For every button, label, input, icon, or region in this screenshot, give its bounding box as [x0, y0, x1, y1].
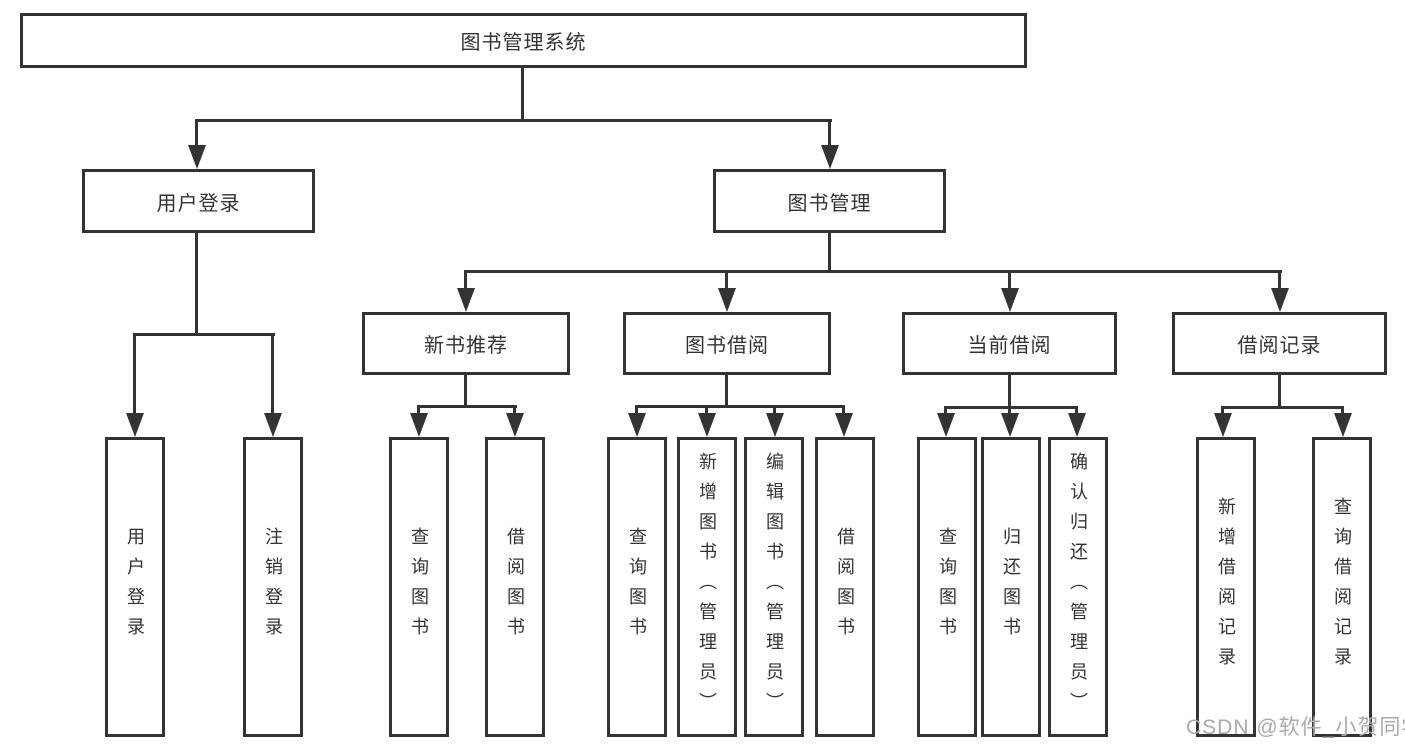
connector-drop	[271, 333, 274, 415]
node-current-borrow-label: 当前借阅	[967, 335, 1052, 357]
leaf-user-login: 用户登录	[105, 437, 165, 737]
node-book-borrow: 图书借阅	[623, 312, 831, 375]
leaf-query-books-label: 查询图书	[627, 527, 647, 647]
connector-stub	[1278, 375, 1281, 409]
leaf-confirm-return-admin-label: 确认归还（管理员）	[1068, 452, 1088, 722]
leaf-borrow-books-label: 借阅图书	[835, 527, 855, 647]
node-book-management: 图书管理	[713, 169, 946, 233]
connector-drop	[464, 270, 467, 290]
connector-level2-bus	[195, 119, 832, 122]
arrow-down-icon	[821, 145, 839, 169]
connector-book-mgmt-stub	[828, 233, 831, 273]
leaf-borrow-books-label: 借阅图书	[505, 527, 525, 647]
node-new-book-recommend-label: 新书推荐	[424, 335, 508, 357]
connector-drop-user-login	[195, 119, 198, 149]
node-borrow-records-label: 借阅记录	[1237, 335, 1322, 357]
connector-drop-book-mgmt	[828, 119, 831, 149]
connector-drop	[705, 405, 708, 415]
leaf-query-borrow-record-label: 查询借阅记录	[1332, 497, 1352, 677]
leaf-return-books-label: 归还图书	[1001, 527, 1021, 647]
arrow-down-icon	[718, 288, 736, 312]
leaf-return-books: 归还图书	[981, 437, 1041, 737]
arrow-down-icon	[1001, 288, 1019, 312]
arrow-down-icon	[1001, 413, 1019, 437]
connector-stub	[1008, 375, 1011, 409]
connector-drop	[725, 270, 728, 290]
connector-bus	[417, 405, 517, 408]
node-book-management-label: 图书管理	[787, 192, 872, 215]
leaf-add-borrow-record-label: 新增借阅记录	[1216, 497, 1236, 677]
connector-drop	[133, 333, 136, 415]
watermark-text: CSDN @软件_小贺同学	[1186, 716, 1405, 739]
node-book-borrow-label: 图书借阅	[685, 335, 769, 357]
arrow-down-icon	[766, 413, 784, 437]
arrow-down-icon	[1068, 413, 1086, 437]
node-library-system-label: 图书管理系统	[460, 32, 587, 54]
arrow-down-icon	[1214, 413, 1232, 437]
arrow-down-icon	[937, 413, 955, 437]
connector-bus	[635, 405, 845, 408]
leaf-edit-book-admin-label: 编辑图书（管理员）	[764, 452, 784, 722]
arrow-down-icon	[1334, 413, 1352, 437]
connector-bus	[1221, 406, 1344, 409]
arrow-down-icon	[1271, 288, 1289, 312]
connector-drop	[944, 406, 947, 415]
arrow-down-icon	[506, 413, 524, 437]
arrow-down-icon	[457, 288, 475, 312]
node-user-login: 用户登录	[82, 169, 315, 233]
leaf-edit-book-admin: 编辑图书（管理员）	[744, 437, 804, 737]
arrow-down-icon	[835, 413, 853, 437]
node-library-system: 图书管理系统	[20, 13, 1027, 68]
leaf-query-books-recommend: 查询图书	[389, 437, 449, 737]
connector-root-stub	[521, 68, 524, 121]
connector-stub	[464, 375, 467, 408]
connector-drop	[1278, 270, 1281, 290]
leaf-borrow-books: 借阅图书	[815, 437, 875, 737]
connector-drop	[1341, 406, 1344, 415]
node-user-login-label: 用户登录	[156, 192, 241, 215]
leaf-query-books-label: 查询图书	[409, 527, 429, 647]
leaf-add-borrow-record: 新增借阅记录	[1196, 437, 1256, 737]
connector-bus	[944, 406, 1078, 409]
connector-user-login-bus	[133, 333, 275, 336]
leaf-query-books-borrow: 查询图书	[607, 437, 667, 737]
connector-user-login-stub	[195, 233, 198, 336]
leaf-borrow-books-recommend: 借阅图书	[485, 437, 545, 737]
connector-drop	[842, 405, 845, 415]
node-borrow-records: 借阅记录	[1172, 312, 1387, 375]
connector-drop	[1008, 406, 1011, 415]
connector-level3-bus	[464, 270, 1282, 273]
connector-stub	[725, 375, 728, 408]
connector-drop	[513, 405, 516, 415]
leaf-add-book-admin-label: 新增图书（管理员）	[697, 452, 717, 722]
connector-drop	[1008, 270, 1011, 290]
leaf-add-book-admin: 新增图书（管理员）	[677, 437, 737, 737]
leaf-logout-label: 注销登录	[263, 527, 283, 647]
connector-drop	[1075, 406, 1078, 415]
arrow-down-icon	[410, 413, 428, 437]
node-new-book-recommend: 新书推荐	[362, 312, 570, 375]
leaf-query-borrow-record: 查询借阅记录	[1312, 437, 1372, 737]
arrow-down-icon	[628, 413, 646, 437]
leaf-confirm-return-admin: 确认归还（管理员）	[1048, 437, 1108, 737]
arrow-down-icon	[126, 413, 144, 437]
connector-drop	[1221, 406, 1224, 415]
arrow-down-icon	[698, 413, 716, 437]
connector-drop	[635, 405, 638, 415]
leaf-user-login-label: 用户登录	[125, 527, 145, 647]
node-current-borrow: 当前借阅	[902, 312, 1117, 375]
arrow-down-icon	[188, 145, 206, 169]
leaf-query-books-label: 查询图书	[937, 527, 957, 647]
leaf-logout: 注销登录	[243, 437, 303, 737]
arrow-down-icon	[264, 413, 282, 437]
connector-drop	[417, 405, 420, 415]
leaf-query-books-current: 查询图书	[917, 437, 977, 737]
connector-drop	[773, 405, 776, 415]
